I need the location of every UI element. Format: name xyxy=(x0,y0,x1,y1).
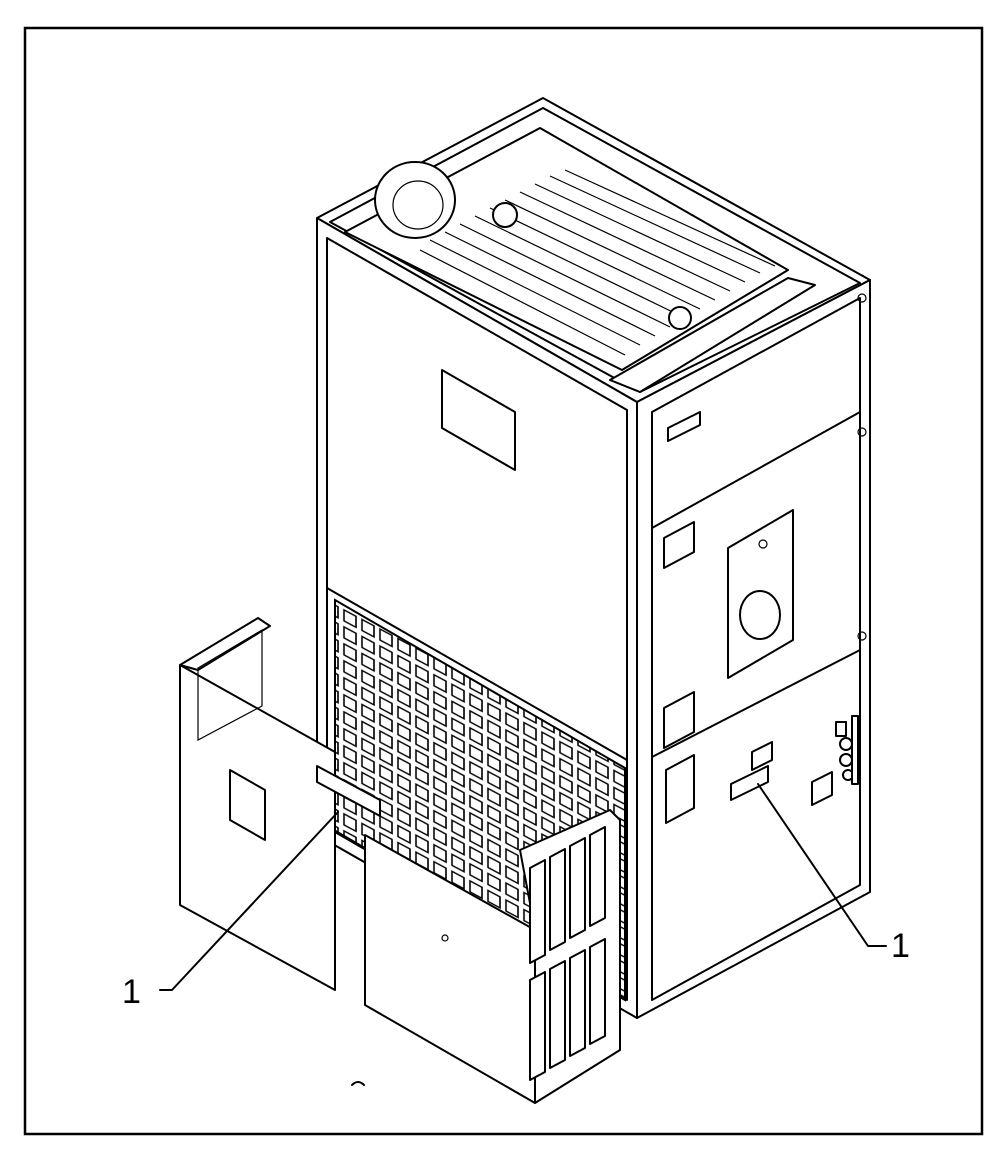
left-side-panel xyxy=(179,617,381,991)
drawing-border xyxy=(23,26,984,1136)
callout-label-right: 1 xyxy=(891,927,910,965)
callout-label-left: 1 xyxy=(122,973,141,1011)
upper-panel-label xyxy=(441,369,516,471)
leader-line-right xyxy=(757,783,887,947)
furnace-cabinet xyxy=(316,97,871,1019)
leader-line-left xyxy=(159,811,339,991)
lower-right-label xyxy=(730,765,769,801)
heat-exchanger-top xyxy=(344,127,816,393)
side-panel-label xyxy=(229,769,266,841)
mounting-bracket xyxy=(316,765,381,817)
burner-mounting-plate xyxy=(727,509,794,679)
front-access-door xyxy=(364,809,621,1104)
electrical-connectors xyxy=(835,715,859,785)
